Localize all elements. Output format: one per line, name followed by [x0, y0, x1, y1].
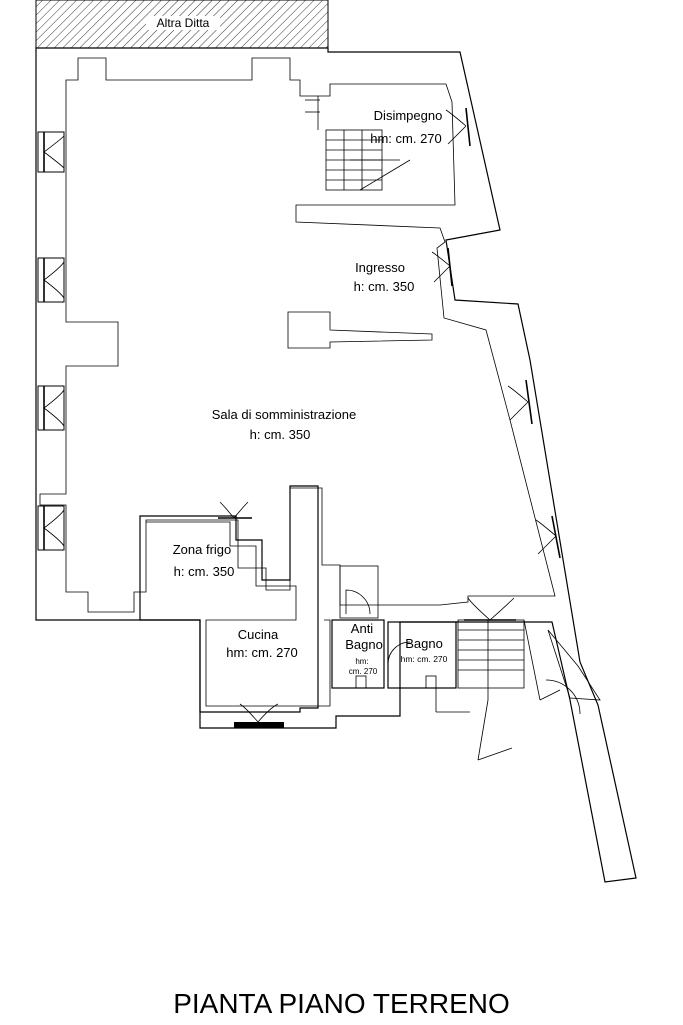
frigo-wall	[139, 485, 319, 713]
bagno-height: hm: cm. 270	[401, 654, 448, 664]
antibagno-name-2: Bagno	[345, 637, 383, 652]
door-stair-lower	[464, 597, 516, 621]
window-left-2	[37, 257, 65, 303]
disimpegno-height: hm: cm. 270	[370, 131, 442, 146]
window-cucina	[234, 703, 284, 728]
neighbor-label: Altra Ditta	[157, 16, 210, 30]
sala-height: h: cm. 350	[250, 427, 311, 442]
antibagno-height-1: hm:	[355, 657, 368, 666]
stair-disimpegno	[305, 96, 411, 191]
ingresso-partition	[287, 311, 433, 349]
window-left-4	[37, 505, 65, 551]
ingresso-name: Ingresso	[355, 260, 405, 275]
sala-name: Sala di somministrazione	[212, 407, 357, 422]
ingresso-height: h: cm. 350	[354, 279, 415, 294]
exterior-corridor	[547, 629, 601, 701]
bagno-name: Bagno	[405, 636, 443, 651]
antibagno-stair-door	[339, 565, 379, 619]
antibagno-height-2: cm. 270	[349, 667, 378, 676]
window-right-1	[507, 379, 533, 425]
bagno-door-swing	[387, 641, 411, 665]
door-ingresso	[431, 247, 453, 287]
antibagno-fixture	[355, 675, 367, 689]
outer-wall	[35, 47, 637, 883]
cucina-name: Cucina	[238, 627, 279, 642]
cucina-height: hm: cm. 270	[226, 645, 298, 660]
window-left-3	[37, 385, 65, 431]
sala-inner-wall	[39, 57, 556, 613]
bagno-wall	[387, 621, 457, 689]
antibagno-door-swing	[345, 589, 371, 615]
window-right-2	[535, 515, 561, 559]
antibagno-name-1: Anti	[351, 621, 374, 636]
door-disimpegno	[445, 107, 471, 147]
plan-title: PIANTA PIANO TERRENO	[173, 988, 510, 1019]
disimpegno-name: Disimpegno	[374, 108, 443, 123]
exterior-door-swing	[545, 679, 581, 715]
cucina-wall	[146, 521, 331, 707]
stair-lower	[435, 619, 561, 761]
bagno-fixture	[425, 675, 437, 689]
frigo-name: Zona frigo	[173, 542, 232, 557]
door-frigo	[218, 501, 252, 519]
frigo-height: h: cm. 350	[174, 564, 235, 579]
window-left-1	[37, 131, 65, 173]
